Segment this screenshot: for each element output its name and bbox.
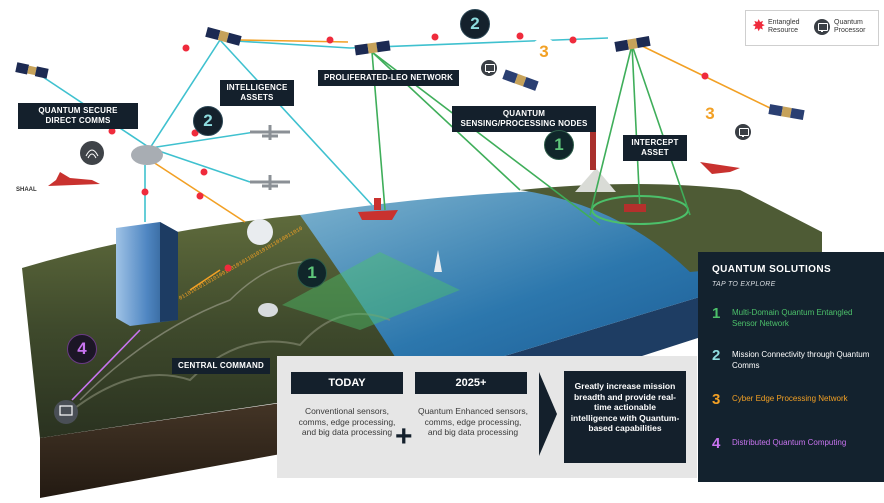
solution-number: 1 [712,305,721,322]
quantum-computer-node [54,400,78,424]
label-text: INTELLIGENCE ASSETS [226,83,288,102]
future-heading: 2025+ [415,372,527,394]
terrain-ridge-texture-2 [79,261,311,401]
fighter-jet [48,172,100,186]
quantum-computer-node-screen [59,405,73,416]
legend-quantum-processor: Quantum Processor [834,19,866,34]
marker-1-sensing[interactable]: 1 [544,130,574,160]
label-text: QUANTUM SECURE DIRECT COMMS [38,106,118,125]
solution-label: Multi-Domain Quantum Entangled Sensor Ne… [732,308,853,328]
satellite [768,104,805,121]
plus-sign: + [395,420,413,453]
label-intelligence-assets: INTELLIGENCE ASSETS [220,80,294,106]
comparison-panel: TODAY Conventional sensors, comms, edge … [277,356,697,478]
marker-3-intercept[interactable]: 3 [696,100,724,128]
label-quantum-sensing-processing-nodes: QUANTUM SENSING/PROCESSING NODES [452,106,596,132]
underwater-sensor [434,250,442,272]
result-text: Greatly increase mission breadth and pro… [570,381,680,433]
naval-ship-tower [374,198,381,210]
marker-2-leo[interactable]: 2 [460,9,490,39]
solution-item-distributed-computing[interactable]: 4 Distributed Quantum Computing [712,436,878,470]
ocean-surface [300,190,822,384]
high-altitude-balloon [131,145,163,165]
label-text: QUANTUM SENSING/PROCESSING NODES [460,109,588,128]
label-text: INTERCEPT ASSET [631,138,679,157]
ground-vehicles [624,204,646,212]
today-text: Conventional sensors, comms, edge proces… [298,406,396,437]
marker-1-ground[interactable]: 1 [297,258,327,288]
solution-number: 2 [712,347,721,364]
legend-entangled-resource: Entangled Resource [768,19,800,34]
quantum-processor-icon [735,124,751,140]
terrain-land-right [520,184,822,272]
entangled-resource-icon: ✸ [752,18,766,35]
satellite [205,27,242,46]
solution-item-sensor-network[interactable]: 1 Multi-Domain Quantum Entangled Sensor … [712,306,878,340]
solution-label: Mission Connectivity through Quantum Com… [732,350,870,370]
quantum-solutions-subtitle: TAP TO EXPLORE [712,281,776,288]
solution-item-cyber-edge[interactable]: 3 Cyber Edge Processing Network [712,392,878,426]
fingerprint-icon-lines [85,149,99,159]
radar-tower [590,132,596,170]
intercept-jet [700,162,740,174]
result-box: Greatly increase mission breadth and pro… [564,371,686,463]
satellite [354,40,391,56]
solution-number: 4 [712,435,721,452]
arrow-right-icon [539,372,557,456]
terrain-ridge-texture [59,312,391,421]
label-proliferated-leo-network: PROLIFERATED-LEO NETWORK [318,70,460,86]
label-intercept-asset: INTERCEPT ASSET [623,135,687,161]
quantum-solutions-title: QUANTUM SOLUTIONS [712,264,832,275]
satellite [502,69,539,91]
solution-item-mission-connectivity[interactable]: 2 Mission Connectivity through Quantum C… [712,348,878,382]
marker-2-comms[interactable]: 2 [193,106,223,136]
label-quantum-secure-direct-comms: QUANTUM SECURE DIRECT COMMS [18,103,138,129]
radar-dome [247,219,273,245]
drone [250,125,290,140]
fingerprint-icon [80,141,104,165]
legend: ✸ Entangled Resource Quantum Processor [745,10,879,46]
satellite-dish [258,303,278,317]
sensor-coverage-zone [282,252,460,330]
label-shaal: SHAAL [16,187,37,193]
satellite [614,35,651,52]
mountain-peak [575,168,616,192]
solution-number: 3 [712,391,721,408]
marker-4-computing[interactable]: 4 [67,334,97,364]
quantum-solutions-panel: QUANTUM SOLUTIONS TAP TO EXPLORE 1 Multi… [698,252,884,482]
distributed-computing-link [71,329,141,401]
satellite [15,62,49,79]
quantum-processor-icon [481,60,497,76]
label-central-command: CENTRAL COMMAND [172,358,270,374]
entangled-resource-markers [108,32,709,272]
central-command-building-side [160,222,178,322]
solution-label: Cyber Edge Processing Network [732,394,848,403]
drone [250,175,290,190]
quantum-processor-icon [814,19,830,35]
marker-3-processing[interactable]: 3 [530,38,558,66]
future-text: Quantum Enhanced sensors, comms, edge pr… [417,406,529,437]
naval-ship [358,210,398,220]
today-heading: TODAY [291,372,403,394]
solution-label: Distributed Quantum Computing [732,438,847,447]
